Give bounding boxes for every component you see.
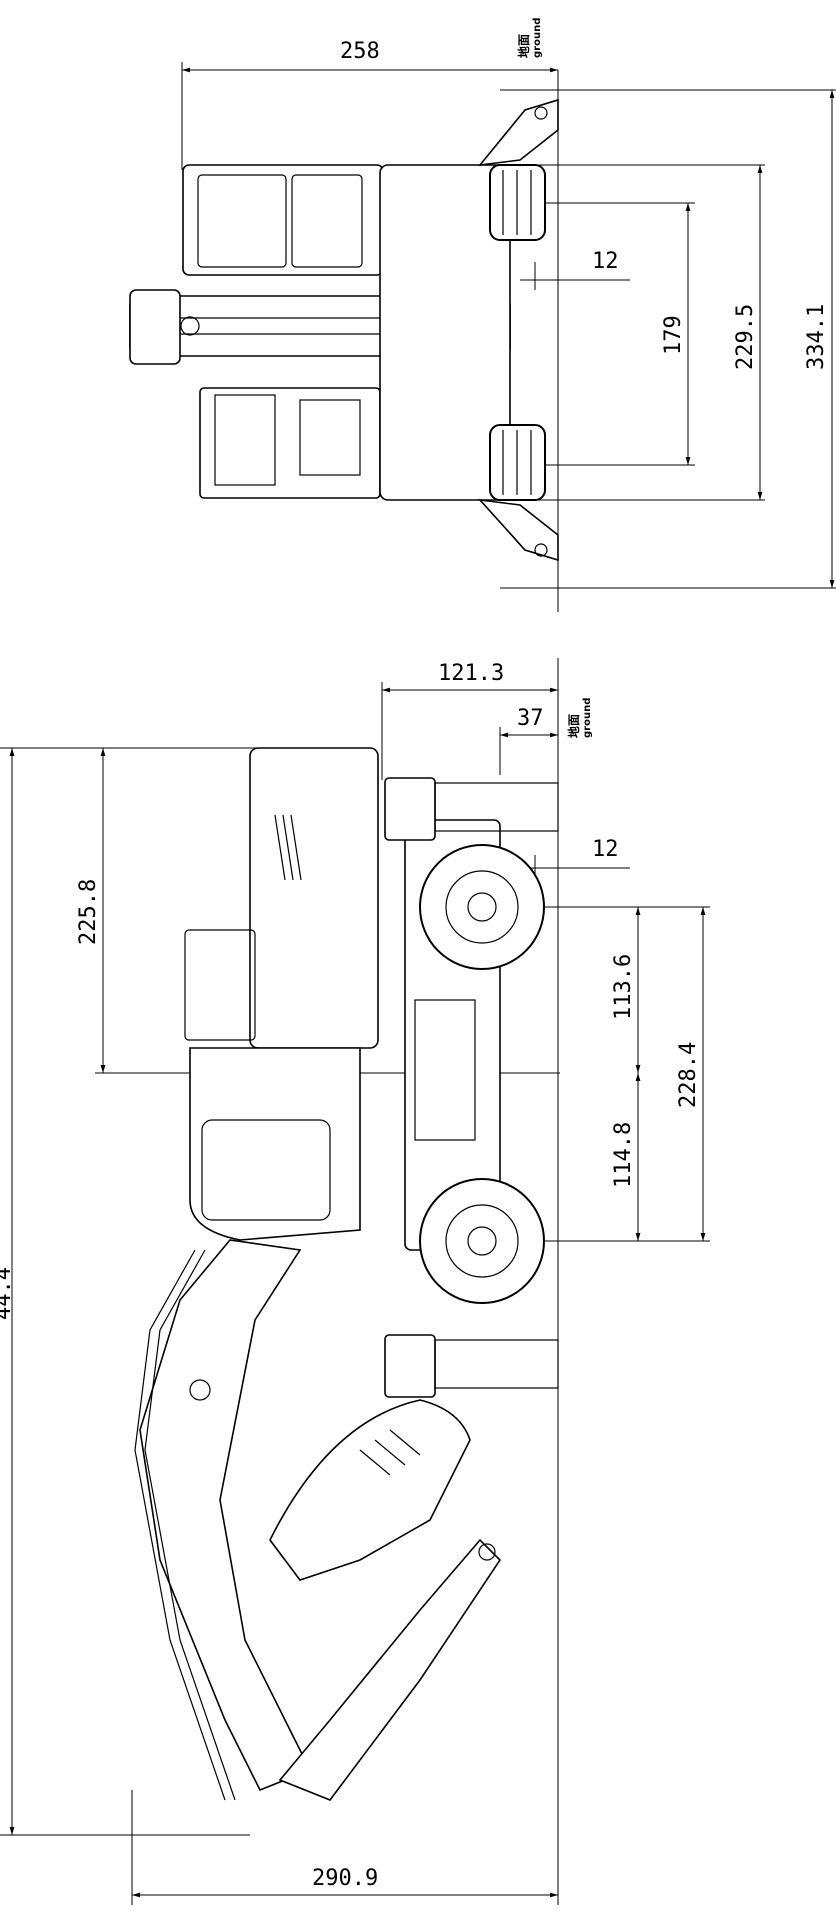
top-view: 地面 ground 258 334.1 229.5 179 12 — [129, 18, 836, 612]
dim-wheelbase-text: 228.4 — [676, 1042, 701, 1108]
top-outrigger-pin-upper — [534, 106, 548, 120]
dim-side-offset-text: 12 — [592, 837, 619, 862]
side-view: 地面 ground 121.3 37 12 225.8 44.4 113.6 — [0, 658, 710, 1905]
side-wheel-front-hub — [467, 892, 497, 922]
side-machine — [134, 747, 559, 1801]
side-hood-vents — [274, 814, 302, 881]
side-chassis-panel — [414, 999, 476, 1141]
side-bucket — [269, 1399, 471, 1581]
side-engine-hood — [249, 747, 379, 1049]
top-chassis — [379, 164, 511, 501]
top-bucket — [129, 289, 181, 365]
side-outrigger-rear — [384, 1334, 436, 1398]
top-engine-cover — [214, 394, 276, 486]
top-cab — [182, 164, 384, 276]
top-cab-window-left — [197, 174, 287, 268]
side-ground-label-cn: 地面 — [566, 714, 581, 738]
side-cab — [189, 1047, 361, 1241]
dim-offset-text: 12 — [592, 249, 619, 274]
top-engine-hatch — [299, 399, 361, 476]
side-wheel-front-rim — [445, 870, 519, 944]
top-machine — [129, 98, 559, 562]
side-bucket-ribs — [359, 1429, 421, 1476]
side-wheel-rear-rim — [445, 1204, 519, 1278]
top-outrigger-upper — [478, 98, 559, 167]
dim-tail-text: 121.3 — [438, 661, 504, 686]
dim-overall-height-text: 44.4 — [0, 1267, 16, 1320]
top-outrigger-pin-lower — [534, 543, 548, 557]
side-wheel-rear — [419, 1178, 545, 1304]
dim-outer-text: 229.5 — [733, 304, 758, 370]
side-arm-pin — [478, 1543, 496, 1561]
dim-clearance-text: 37 — [517, 706, 544, 731]
side-guard-rail — [184, 929, 256, 1041]
dim-overall-text: 334.1 — [804, 304, 829, 370]
side-hose-a — [134, 1249, 226, 1801]
ground-label-cn: 地面 — [516, 34, 531, 58]
dim-cab-text: 225.8 — [76, 879, 101, 945]
side-outrigger-front — [384, 777, 436, 841]
dim-track-text: 179 — [661, 315, 686, 355]
top-cab-window-right — [291, 174, 363, 268]
side-ground-label-en: ground — [582, 698, 593, 738]
side-ground-label: 地面 ground — [566, 698, 593, 738]
top-engine-deck — [199, 387, 381, 499]
side-outrigger-front-arm — [434, 782, 559, 832]
side-wheel-front — [419, 844, 545, 970]
side-hose-b — [144, 1249, 236, 1801]
side-cab-window — [201, 1119, 331, 1221]
side-outrigger-rear-arm — [434, 1339, 559, 1389]
dim-rear-axle-text: 114.8 — [611, 1122, 636, 1188]
top-boom-pin — [180, 316, 200, 336]
dim-front-axle-text: 113.6 — [611, 954, 636, 1020]
side-wheel-rear-hub — [467, 1226, 497, 1256]
top-ground-label: 地面 ground — [516, 18, 543, 58]
side-arm — [278, 1538, 502, 1801]
side-boom-pin — [189, 1379, 211, 1401]
dim-width-text: 258 — [340, 39, 380, 64]
top-outrigger-lower — [477, 498, 559, 562]
dim-length-text: 290.9 — [312, 1866, 378, 1891]
ground-label-en: ground — [532, 18, 543, 58]
